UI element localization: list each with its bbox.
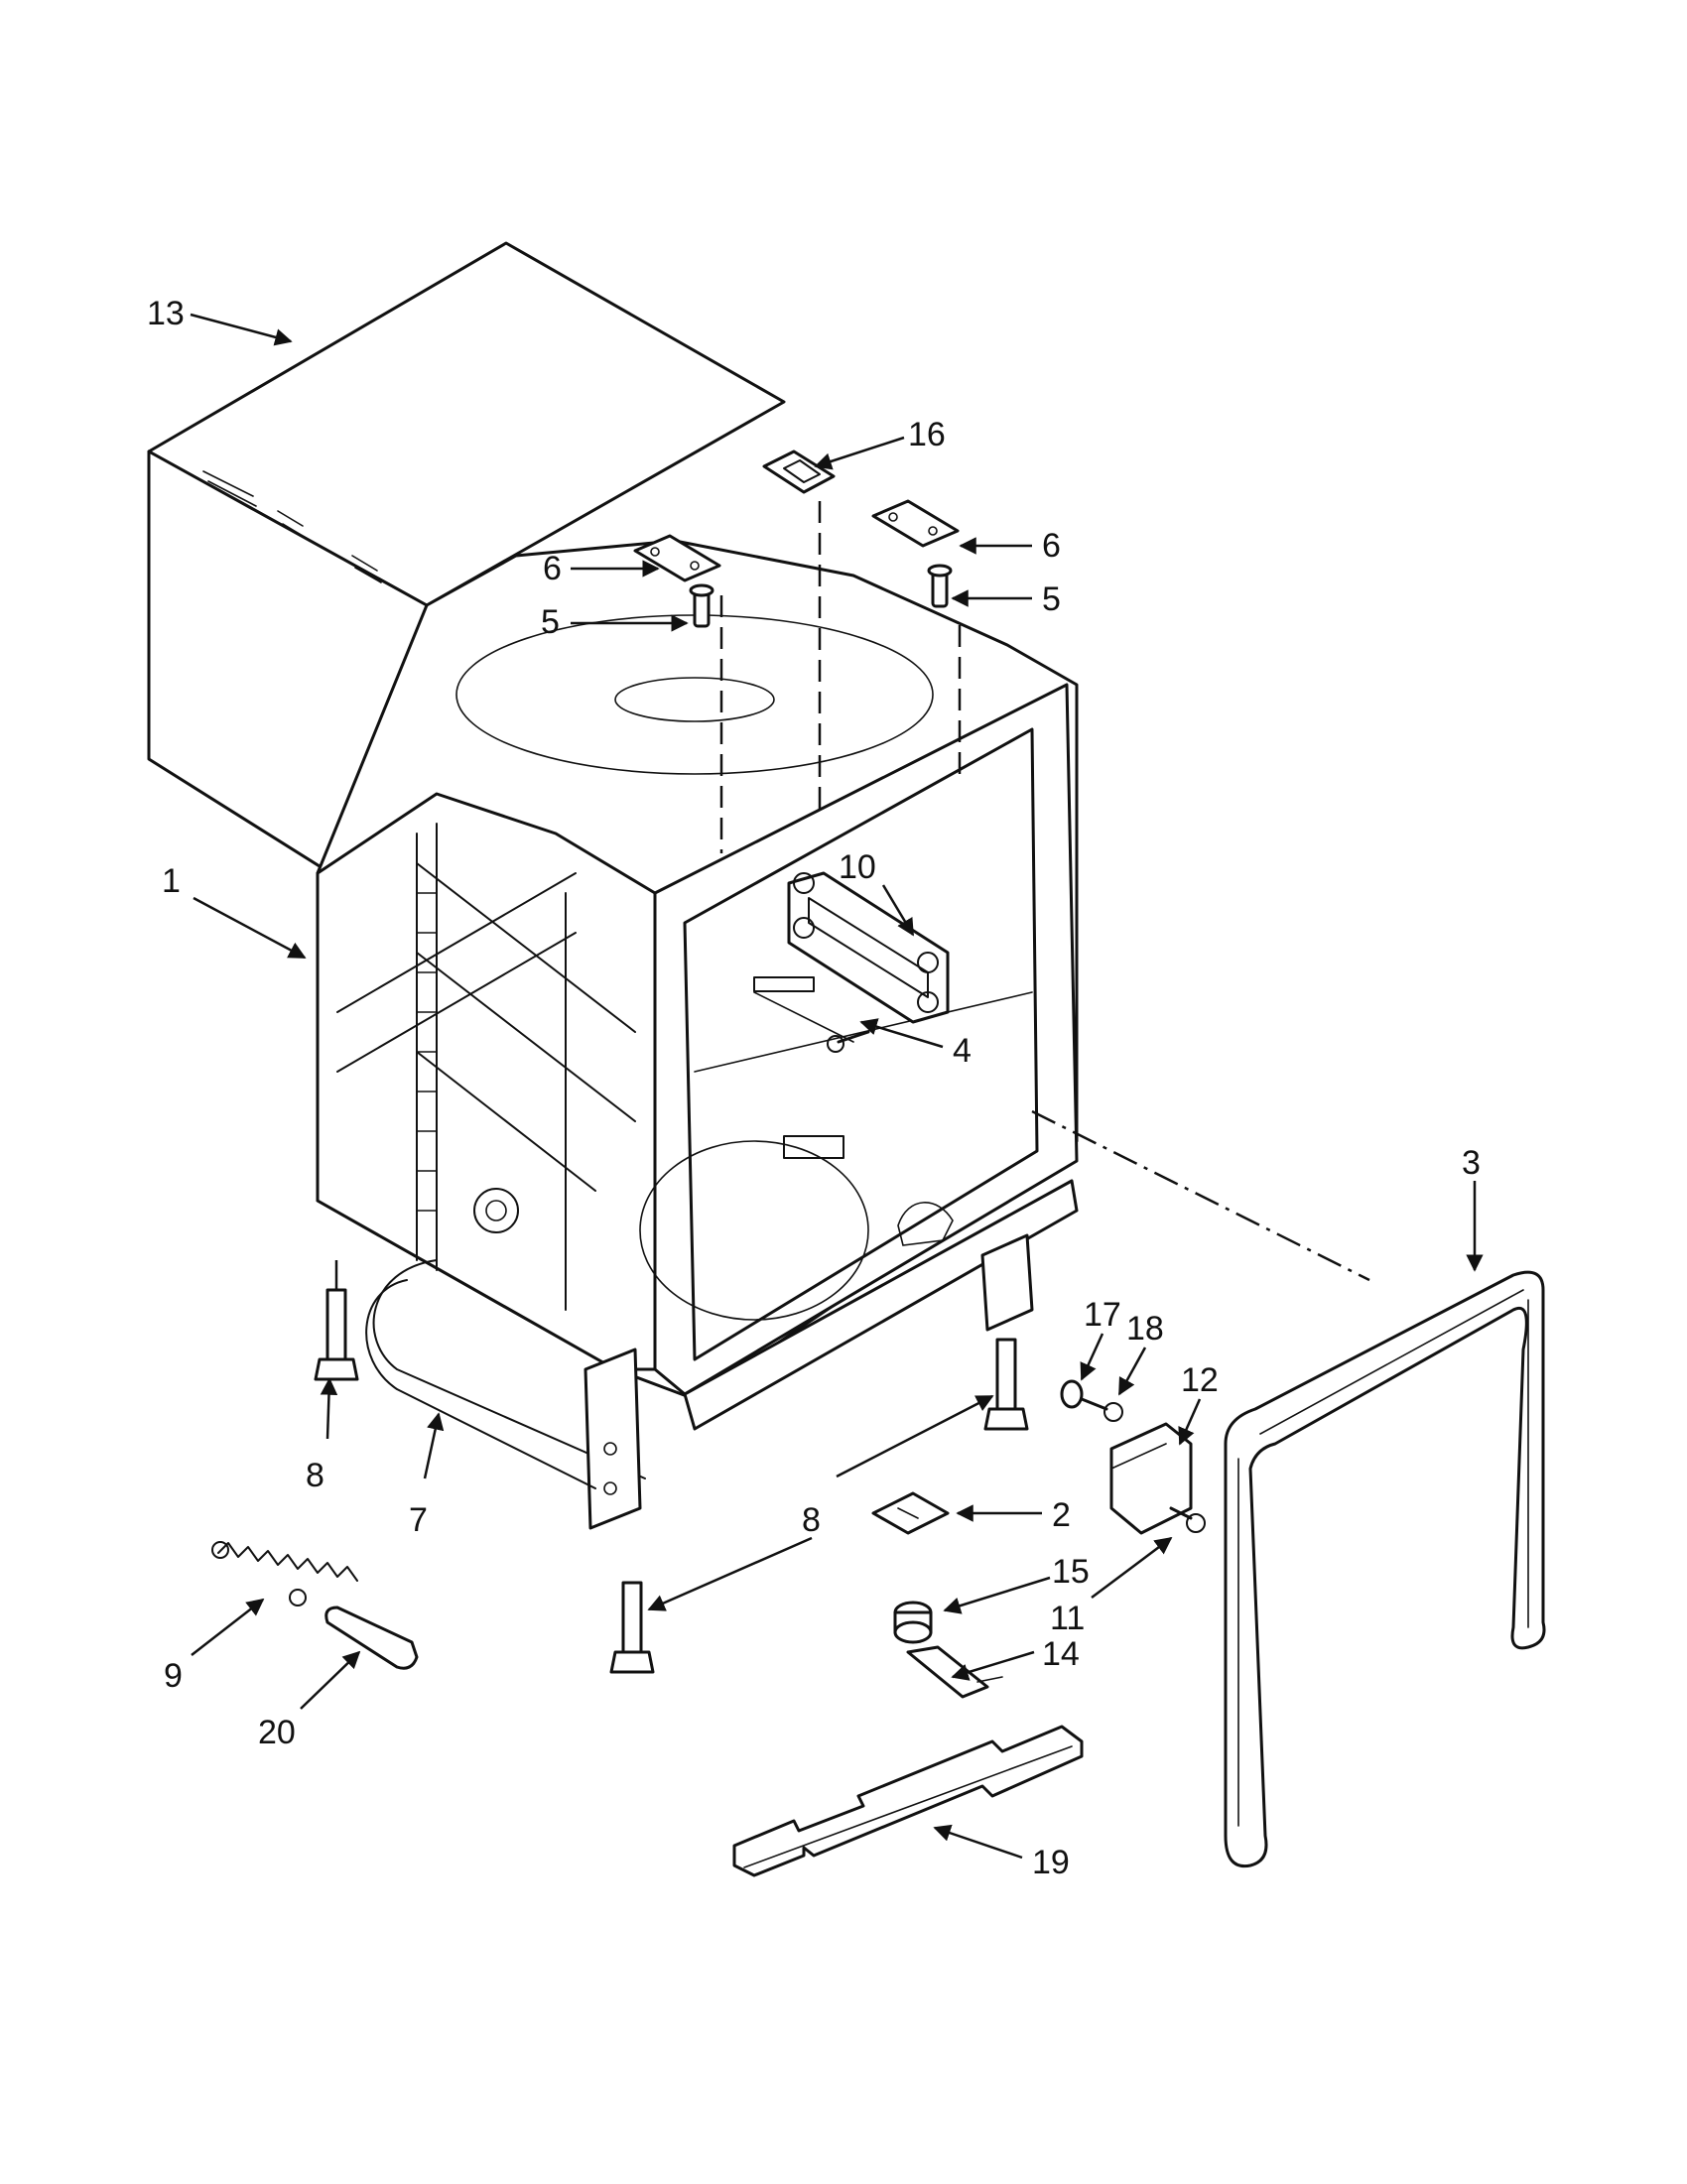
part-3-door-gasket [1224,1270,1546,1868]
alignment-lines [719,501,1370,1282]
callout-16: 16 [908,416,946,453]
part-6-bracket-right [871,499,960,548]
callout-2: 2 [1052,1496,1071,1534]
callout-labels: 13 1 16 6 5 6 5 10 4 3 17 18 12 8 7 8 2 … [147,295,1481,1881]
callout-5-right: 5 [1042,580,1061,618]
callout-6-right: 6 [1042,527,1061,565]
callout-18: 18 [1126,1310,1164,1348]
part-5-screw-left [689,583,714,628]
part-17-washer [1060,1379,1084,1409]
part-2-label [871,1491,950,1535]
part-18-screw [1080,1397,1123,1422]
callout-6-left: 6 [543,550,562,587]
tub-side-rack [336,823,636,1311]
callout-11: 11 [1050,1600,1085,1637]
callout-10: 10 [839,848,876,886]
callout-19: 19 [1032,1844,1070,1881]
part-10-bracket-plate [787,871,950,1024]
part-6-bracket-left [633,534,721,582]
callout-5-left: 5 [541,603,560,641]
part-11-screw [1169,1506,1206,1533]
part-15-thermostat [893,1601,933,1644]
part-20-pad [324,1606,419,1670]
callout-13: 13 [147,295,185,332]
callout-12: 12 [1181,1361,1219,1399]
part-5-screw-right [927,564,953,608]
part-8-leg-center [983,1338,1029,1431]
callout-7: 7 [409,1501,428,1539]
part-14-clip [906,1645,1003,1699]
part-8-leg-left [314,1260,359,1381]
callout-3: 3 [1462,1144,1481,1182]
part-16-clip [762,450,836,494]
callout-8-left: 8 [306,1457,324,1494]
part-12-bracket [1109,1422,1193,1535]
part-8-leg-bottom [609,1581,655,1674]
leader-lines [190,313,1484,1860]
part-7-base-rim [365,1279,596,1489]
part-19-shield [732,1725,1084,1877]
callout-17: 17 [1084,1296,1121,1334]
callout-8-center: 8 [802,1501,821,1539]
part-1-tub-assembly [316,539,1079,1530]
callout-9: 9 [164,1657,183,1695]
part-9-spring [211,1541,358,1606]
callout-20: 20 [258,1714,296,1751]
callout-1: 1 [162,862,181,900]
callout-4: 4 [953,1032,972,1070]
callout-15: 15 [1052,1553,1090,1591]
callout-14: 14 [1042,1635,1080,1673]
